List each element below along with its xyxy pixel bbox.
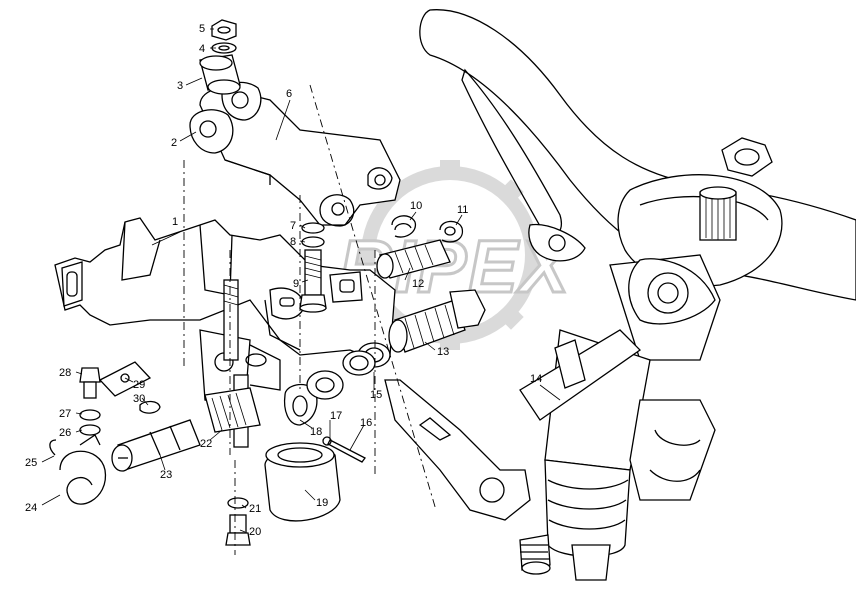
steering-wheel <box>419 9 856 301</box>
nut-18 <box>283 370 344 426</box>
callout-30: 30 <box>133 393 145 405</box>
callout-20: 20 <box>249 526 261 538</box>
callout-16: 16 <box>360 417 372 429</box>
callout-12: 12 <box>412 278 424 290</box>
callout-9: 9 <box>293 278 299 290</box>
bolt-20 <box>225 497 251 546</box>
callout-7: 7 <box>290 220 296 232</box>
callout-10: 10 <box>410 200 422 212</box>
callout-1: 1 <box>172 216 178 228</box>
callout-19: 19 <box>316 497 328 509</box>
clip-10-11 <box>391 215 464 243</box>
pin-12 <box>376 239 451 279</box>
callout-5: 5 <box>199 23 205 35</box>
callout-3: 3 <box>177 80 183 92</box>
callout-24: 24 <box>25 502 37 514</box>
split-pin-16-17 <box>322 436 366 463</box>
callout-25: 25 <box>25 457 37 469</box>
plate-29-30 <box>98 361 161 414</box>
callout-27: 27 <box>59 408 71 420</box>
callout-21: 21 <box>249 503 261 515</box>
callout-6: 6 <box>286 88 292 100</box>
bolt-13 <box>342 289 486 376</box>
callouts: 1 2 3 4 5 6 7 8 9 10 11 12 13 14 15 16 1… <box>25 23 542 538</box>
callout-14: 14 <box>530 373 542 385</box>
shaft-22 <box>204 279 261 448</box>
bushing-19 <box>264 442 341 522</box>
callout-11: 11 <box>457 204 468 216</box>
shaft-23 <box>111 419 201 472</box>
leader-lines <box>41 28 561 533</box>
assembly-axes <box>183 84 437 555</box>
callout-2: 2 <box>171 137 177 149</box>
callout-4: 4 <box>199 43 205 55</box>
callout-8: 8 <box>290 236 296 248</box>
callout-13: 13 <box>437 346 449 358</box>
bolt-26-27-28 <box>79 367 101 436</box>
callout-17: 17 <box>330 410 342 422</box>
callout-28: 28 <box>59 367 71 379</box>
callout-15: 15 <box>370 389 382 401</box>
bolt-9 <box>299 222 327 313</box>
callout-22: 22 <box>200 438 212 450</box>
callout-18: 18 <box>310 426 322 438</box>
upper-bracket <box>189 19 401 227</box>
callout-26: 26 <box>59 427 71 439</box>
spring-24-25 <box>49 434 107 505</box>
steering-column <box>384 254 721 581</box>
callout-23: 23 <box>160 469 172 481</box>
callout-29: 29 <box>133 379 145 391</box>
